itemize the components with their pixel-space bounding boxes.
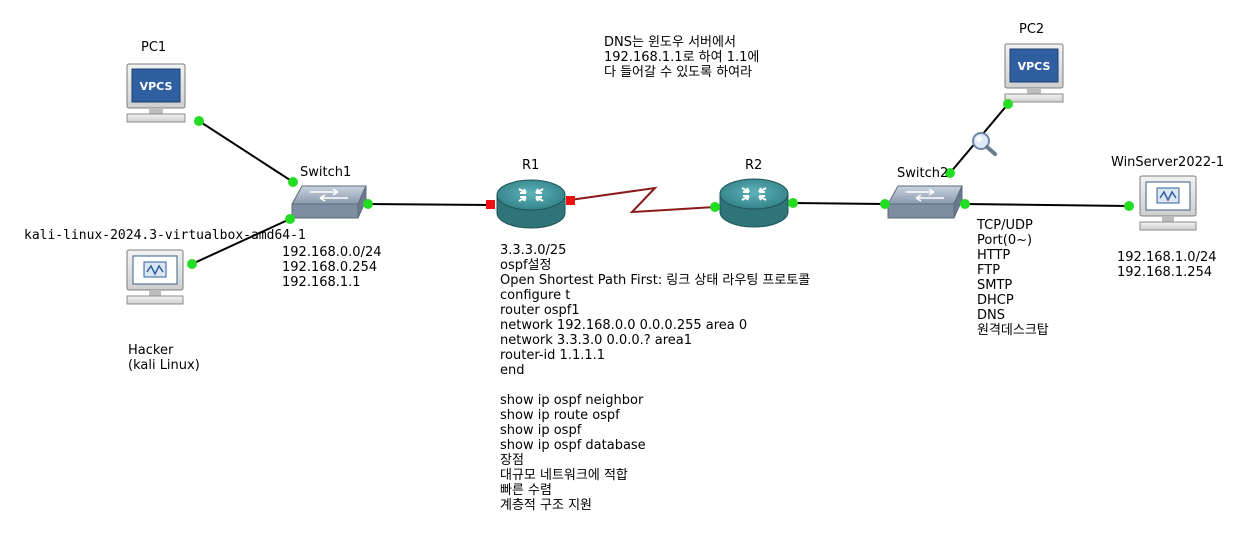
- port-up-indicator: [1124, 201, 1134, 211]
- port-up-indicator: [788, 198, 798, 208]
- note-line: end: [500, 363, 525, 378]
- note-line: 빠른 수렴: [500, 483, 552, 498]
- vpcs-badge: VPCS: [1018, 60, 1051, 73]
- note-line: 192.168.1.1: [282, 275, 361, 290]
- winserver-ip-note: 192.168.1.0/24 192.168.1.254: [1117, 250, 1217, 280]
- port-up-indicator: [880, 199, 890, 209]
- note-line: Open Shortest Path First: 링크 상태 라우팅 프로토콜: [500, 273, 811, 288]
- port-up-indicator: [710, 202, 720, 212]
- port-up-indicator: [960, 199, 970, 209]
- port-up-indicator: [363, 199, 373, 209]
- note-line: DHCP: [977, 293, 1014, 308]
- note-line: ospf설정: [500, 258, 552, 273]
- r1-node[interactable]: [496, 179, 566, 229]
- note-line: 3.3.3.0/25: [500, 243, 567, 258]
- note-line: 192.168.1.1로 하여 1.1에: [604, 50, 760, 65]
- link-pc1-switch1[interactable]: [198, 120, 294, 183]
- port-serial-indicator: [566, 196, 575, 205]
- note-line: 192.168.0.0/24: [282, 245, 382, 260]
- note-line: (kali Linux): [128, 358, 200, 373]
- note-line: TCP/UDP: [977, 218, 1033, 233]
- port-up-indicator: [285, 214, 295, 224]
- link-switch2-winserver[interactable]: [964, 203, 1130, 207]
- pc2-label[interactable]: PC2: [1019, 22, 1045, 37]
- note-line: network 3.3.3.0 0.0.0.? area1: [500, 333, 693, 348]
- note-line: Port(0~): [977, 233, 1033, 248]
- note-line: 계층적 구조 지원: [500, 498, 592, 513]
- pc1-node[interactable]: VPCS: [126, 63, 186, 123]
- kali-vm-node[interactable]: [126, 249, 184, 305]
- r2-label[interactable]: R2: [745, 158, 763, 173]
- switch2-node[interactable]: [887, 185, 963, 219]
- note-line: router ospf1: [500, 303, 580, 318]
- note-line: Hacker: [128, 343, 174, 358]
- packet-capture-icon[interactable]: [972, 132, 997, 156]
- winserver-label[interactable]: WinServer2022-1: [1111, 155, 1225, 170]
- hacker-note: Hacker (kali Linux): [128, 343, 200, 373]
- kali-label[interactable]: kali-linux-2024.3-virtualbox-amd64-1: [24, 228, 306, 243]
- note-line: 192.168.1.0/24: [1117, 250, 1217, 265]
- note-line: 대규모 네트워크에 적합: [500, 468, 628, 483]
- note-line: 192.168.0.254: [282, 260, 378, 275]
- note-line: configure t: [500, 288, 571, 303]
- note-line: HTTP: [977, 248, 1011, 263]
- note-line: show ip ospf database: [500, 438, 646, 453]
- switch2-label[interactable]: Switch2: [897, 166, 949, 181]
- note-line: show ip ospf neighbor: [500, 393, 644, 408]
- link-r1-r2-serial[interactable]: [569, 186, 716, 214]
- port-up-indicator: [945, 168, 955, 178]
- port-indicators: [187, 99, 1134, 269]
- port-serial-indicator: [486, 200, 495, 209]
- note-line: 원격데스크탑: [977, 323, 1049, 338]
- port-up-indicator: [187, 259, 197, 269]
- port-up-indicator: [288, 177, 298, 187]
- note-line: 192.168.1.254: [1117, 265, 1213, 280]
- dns-note: DNS는 윈도우 서버에서 192.168.1.1로 하여 1.1에 다 들어갈…: [604, 35, 759, 80]
- link-kali-switch1[interactable]: [191, 218, 291, 265]
- r2-node[interactable]: [719, 178, 789, 228]
- switch1-node[interactable]: [291, 185, 367, 219]
- switch1-label[interactable]: Switch1: [300, 165, 352, 180]
- note-line: 장점: [500, 453, 524, 468]
- vpcs-badge: VPCS: [140, 80, 173, 93]
- link-switch1-r1[interactable]: [367, 203, 492, 206]
- pc1-label[interactable]: PC1: [141, 40, 167, 55]
- note-line: [500, 378, 810, 393]
- note-line: router-id 1.1.1.1: [500, 348, 606, 363]
- port-up-indicator: [194, 116, 204, 126]
- link-r2-switch2[interactable]: [792, 202, 886, 205]
- port-up-indicator: [1003, 99, 1013, 109]
- note-line: show ip route ospf: [500, 408, 620, 423]
- pc2-node[interactable]: VPCS: [1004, 43, 1064, 103]
- note-line: SMTP: [977, 278, 1013, 293]
- note-line: DNS는 윈도우 서버에서: [604, 35, 736, 50]
- note-line: DNS: [977, 308, 1005, 323]
- services-note: TCP/UDP Port(0~) HTTP FTP SMTP DHCP DNS …: [977, 218, 1049, 338]
- ospf-note: 3.3.3.0/25 ospf설정 Open Shortest Path Fir…: [500, 243, 810, 513]
- note-line: 다 들어갈 수 있도록 하여라: [604, 65, 753, 80]
- note-line: FTP: [977, 263, 1001, 278]
- note-line: show ip ospf: [500, 423, 582, 438]
- r1-label[interactable]: R1: [522, 158, 540, 173]
- switch1-ip-note: 192.168.0.0/24 192.168.0.254 192.168.1.1: [282, 245, 382, 290]
- note-line: network 192.168.0.0 0.0.0.255 area 0: [500, 318, 748, 333]
- winserver-vm-node[interactable]: [1139, 175, 1197, 231]
